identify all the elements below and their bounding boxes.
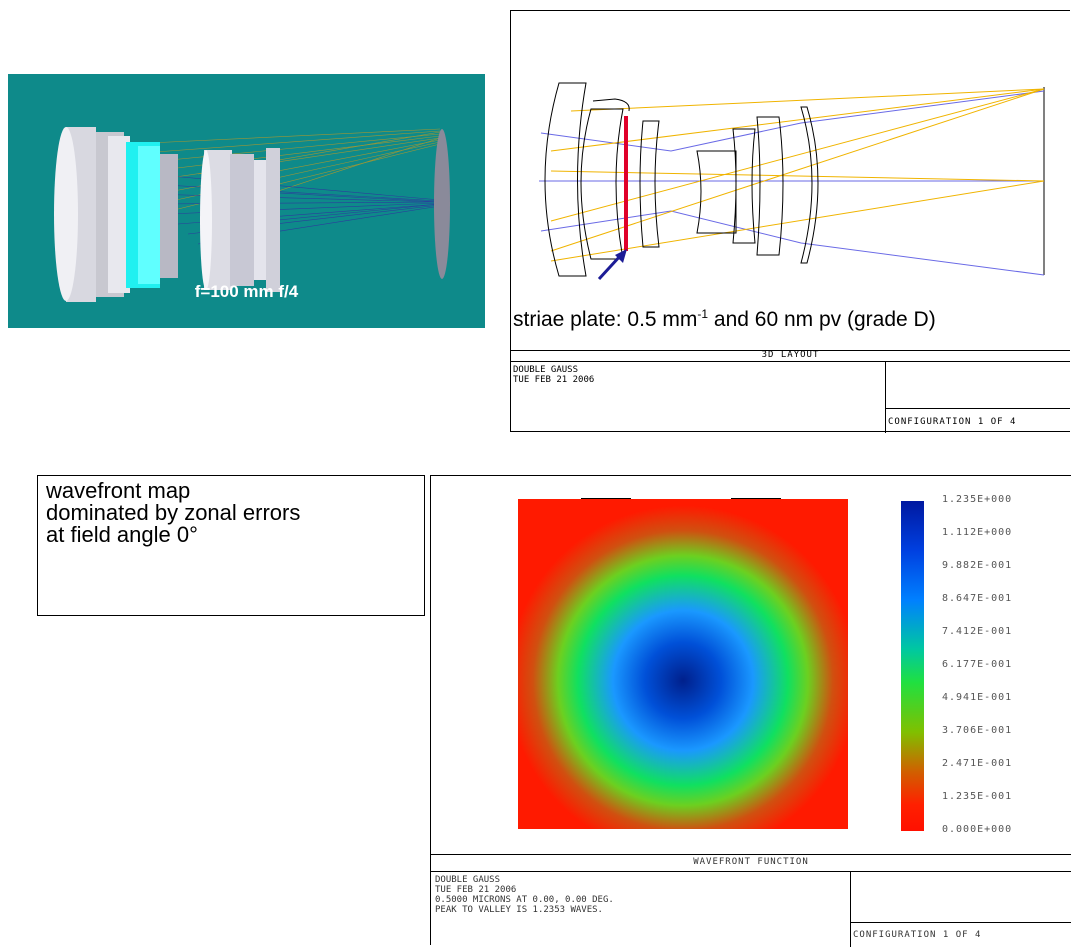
ray-fan-lower <box>147 173 441 245</box>
colorbar-tick-label: 1.112E+000 <box>942 527 1013 538</box>
front-lens-group <box>54 127 178 302</box>
colorbar-tick-label: 7.412E-001 <box>942 626 1013 637</box>
marginal-rays <box>550 88 1045 262</box>
rear-lens-group <box>200 148 280 292</box>
wavefront-map <box>518 499 848 829</box>
colorbar-tick-label: 1.235E+000 <box>942 494 1013 505</box>
note-line: wavefront map <box>46 478 191 503</box>
colorbar-tick-label: 6.177E-001 <box>942 659 1013 670</box>
striae-annotation: striae plate: 0.5 mm-1 and 60 nm pv (gra… <box>513 307 936 331</box>
colorbar-tick-label: 3.706E-001 <box>942 725 1013 736</box>
colorbar-tick-label: 1.235E-001 <box>942 791 1013 802</box>
wavefront-panel: 1.235E+000 1.112E+000 9.882E-001 8.647E-… <box>430 475 1071 947</box>
wavefront-note: wavefront map dominated by zonal errors … <box>37 475 425 616</box>
layout-title: 3D LAYOUT <box>761 350 820 360</box>
colorbar-tick-label: 0.000E+000 <box>942 824 1013 835</box>
lens-outlines <box>544 82 819 277</box>
note-line: at field angle 0° <box>46 522 198 547</box>
wavefront-title: WAVEFRONT FUNCTION <box>693 857 809 867</box>
striae-pointer-arrow <box>597 249 627 281</box>
lens-layout-panel: striae plate: 0.5 mm-1 and 60 nm pv (gra… <box>510 10 1070 433</box>
image-plane <box>434 129 450 279</box>
colorbar-tick-label: 2.471E-001 <box>942 758 1013 769</box>
lens-3d-render: f=100 mm f/4 <box>8 74 485 328</box>
note-line: dominated by zonal errors <box>46 500 301 525</box>
colorbar-tick-label: 9.882E-001 <box>942 560 1013 571</box>
focal-length-caption: f=100 mm f/4 <box>194 282 299 301</box>
lens-3d-drawing <box>54 127 450 302</box>
wavefront-configuration: CONFIGURATION 1 OF 4 <box>853 930 982 940</box>
colorbar-tick-label: 8.647E-001 <box>942 593 1013 604</box>
wavefront-colorbar <box>901 501 924 831</box>
colorbar-tick-label: 4.941E-001 <box>942 692 1013 703</box>
lens-layout-drawing <box>539 82 1045 281</box>
layout-configuration: CONFIGURATION 1 OF 4 <box>888 417 1017 427</box>
